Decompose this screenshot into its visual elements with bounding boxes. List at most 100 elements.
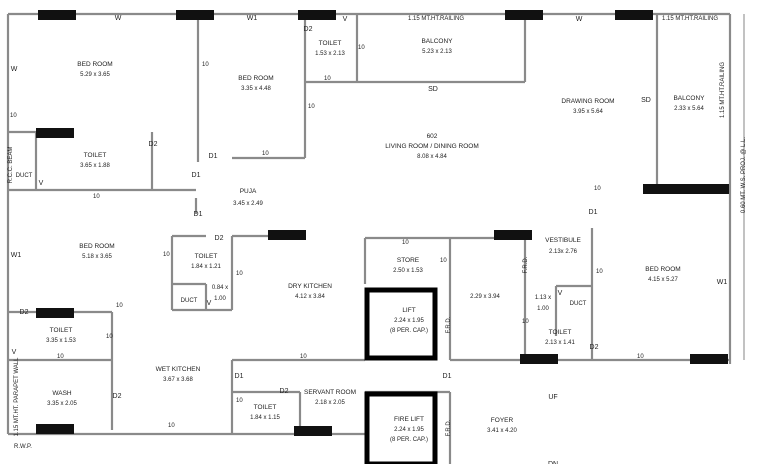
foyer-dim: 3.41 x 4.20: [487, 428, 517, 434]
wall-mark: 10: [236, 398, 243, 404]
wet-kitchen-dim: 3.67 x 3.68: [163, 377, 193, 383]
vestibule-name: VESTIBULE: [545, 237, 581, 244]
bed-room-1-name: BED ROOM: [77, 61, 112, 68]
notes: 1.15 MT.HT.RAILING 1.15 MT.HT.RAILING 1.…: [8, 16, 747, 450]
toilet-low-left-dim: 3.35 x 1.53: [46, 338, 76, 344]
living-room-number: 602: [427, 133, 438, 140]
wall-mark: 10: [236, 271, 243, 277]
toilet-right-name: TOILET: [549, 329, 572, 336]
store-dim: 2.50 x 1.53: [393, 268, 423, 274]
living-room-name: LIVING ROOM / DINING ROOM: [385, 143, 479, 150]
servant-room-name: SERVANT ROOM: [304, 389, 356, 396]
dn-tag: DN: [548, 461, 558, 464]
vent-tag: V: [343, 16, 348, 23]
duct-mid-dim: 1.00: [214, 296, 226, 302]
store-name: STORE: [397, 257, 420, 264]
dry-kitchen-name: DRY KITCHEN: [288, 283, 332, 290]
door-tag: D2: [304, 26, 313, 33]
parapet-note: 1.15 MT.HT. PARAPET WALL: [14, 357, 20, 437]
room-labels: BED ROOM 5.29 x 3.65 BED ROOM 3.35 x 4.4…: [46, 38, 705, 443]
wall-mark: 10: [57, 354, 64, 360]
door-tag: D1: [443, 373, 452, 380]
window-tag: W: [11, 66, 18, 73]
window-tag: W1: [11, 252, 22, 259]
wall-mark: 10: [168, 423, 175, 429]
bed-room-4-dim: 4.15 x 5.27: [648, 277, 678, 283]
toilet-mid-name: TOILET: [195, 253, 218, 260]
lift-capacity: (8 PER. CAP.): [390, 328, 428, 334]
wall-mark: 10: [93, 194, 100, 200]
frd-label: F.R.D.: [446, 419, 452, 436]
door-tag: D1: [194, 211, 203, 218]
puja-name: PUJA: [240, 188, 257, 195]
foyer-name: FOYER: [491, 417, 514, 424]
wall-mark: 10: [163, 252, 170, 258]
walls: [6, 12, 745, 464]
door-tag: D2: [590, 344, 599, 351]
bed-room-2-name: BED ROOM: [238, 75, 273, 82]
door-tag: D2: [113, 393, 122, 400]
wall-mark: 10: [262, 151, 269, 157]
window-tag: W: [115, 15, 122, 22]
door-tag: D2: [280, 388, 289, 395]
vestibule-dim: 2.13x 2.76: [549, 249, 578, 255]
wall-mark: 10: [637, 354, 644, 360]
door-tag: D1: [235, 373, 244, 380]
toilet-servant-dim: 1.84 x 1.15: [250, 415, 280, 421]
bed-room-1-dim: 5.29 x 3.65: [80, 72, 110, 78]
wall-mark: 10: [358, 45, 365, 51]
wall-mark: 10: [522, 319, 529, 325]
uf-tag: UF: [548, 394, 557, 401]
vent-tag: V: [39, 180, 44, 187]
door-tag: D2: [20, 309, 29, 316]
balcony-right-name: BALCONY: [673, 95, 705, 102]
wall-mark: 10: [106, 334, 113, 340]
door-tag: D1: [192, 172, 201, 179]
sliding-door-tag: SD: [641, 97, 651, 104]
fire-lift-name: FIRE LIFT: [394, 416, 424, 423]
bed-room-3-name: BED ROOM: [79, 243, 114, 250]
wall-mark: 10: [116, 303, 123, 309]
duct-label: DUCT: [181, 298, 198, 304]
wall-mark: 10: [300, 354, 307, 360]
window-tag: W1: [717, 279, 728, 286]
fire-lift-capacity: (8 PER. CAP.): [390, 437, 428, 443]
vent-tag: V: [558, 290, 563, 297]
drawing-room-dim: 3.95 x 5.64: [573, 109, 603, 115]
vent-tag: V: [12, 349, 17, 356]
window-tag: W1: [247, 15, 258, 22]
columns: [36, 10, 729, 436]
opening-tags: W W1 V W D2 W SD SD D2 D1 D1 V D1 D1 D2 …: [11, 15, 728, 464]
door-tag: D2: [215, 235, 224, 242]
ducts: DUCT DUCT DUCT 0.84 x 1.00 1.13 x 1.00: [16, 173, 587, 312]
sliding-door-tag: SD: [428, 86, 438, 93]
rcc-beam-note: R.C.C. BEAM: [8, 147, 14, 184]
wash-dim: 3.35 x 2.05: [47, 401, 77, 407]
fire-lift-dim: 2.24 x 1.95: [394, 427, 424, 433]
bed-room-2-dim: 3.35 x 4.48: [241, 86, 271, 92]
duct-label: DUCT: [570, 301, 587, 307]
railing-note: 1.15 MT.HT.RAILING: [408, 16, 464, 22]
door-tag: D2: [149, 141, 158, 148]
toilet-left-name: TOILET: [84, 152, 107, 159]
vent-tag: V: [207, 300, 212, 307]
lobby-dim: 2.29 x 3.94: [470, 294, 500, 300]
thickness-marks: 10 10 10 10 10 10 10 10 10 10 10 10 10 1…: [10, 45, 644, 429]
door-tag: D1: [209, 153, 218, 160]
duct-mid-dim: 0.84 x: [212, 285, 228, 291]
duct-right-dim: 1.13 x: [535, 295, 551, 301]
window-tag: W: [576, 16, 583, 23]
drawing-room-name: DRAWING ROOM: [561, 98, 614, 105]
sill-note: 0.60 MT. W.S. PROJ. @ L.L.: [741, 137, 747, 213]
toilet-servant-name: TOILET: [254, 404, 277, 411]
door-tag: D1: [589, 209, 598, 216]
railing-note-vertical: 1.15 MT.HT.RAILING: [720, 62, 726, 118]
lift-shaft: [364, 287, 438, 361]
wall-mark: 10: [10, 113, 17, 119]
bed-room-3-dim: 5.18 x 3.65: [82, 254, 112, 260]
toilet-mid-dim: 1.84 x 1.21: [191, 264, 221, 270]
wall-mark: 10: [596, 269, 603, 275]
frd-label: F.R.D.: [523, 256, 529, 273]
lift-name: LIFT: [402, 307, 415, 314]
